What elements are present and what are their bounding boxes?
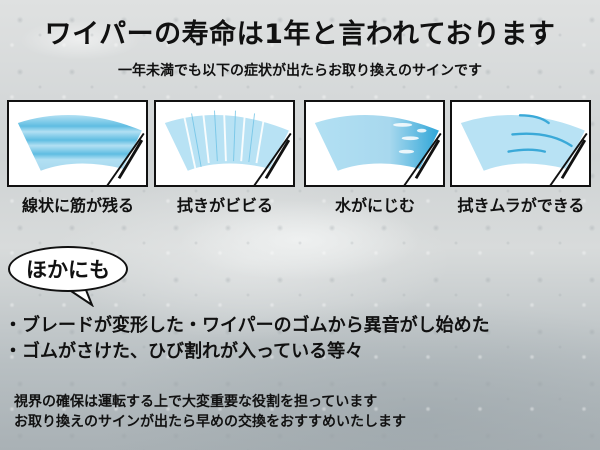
other-sign-item: ・ブレードが変形した・ワイパーのゴムから異音がし始めた (4, 315, 490, 336)
uneven-wipe-illustration-icon (460, 114, 588, 185)
footer-line: お取り換えのサインが出たら早めの交換をおすすめいたします (14, 414, 406, 430)
other-signs-speech-bubble: ほかにも (8, 246, 128, 292)
symptom-panel-chatter (154, 100, 295, 187)
smear-illustration-icon (314, 115, 442, 185)
other-sign-item: ・ゴムがさけた、ひび割れが入っている等々 (4, 341, 364, 362)
streaks-illustration-icon (17, 115, 145, 185)
footer-line: 視界の確保は運転する上で大変重要な役割を担っています (14, 394, 378, 410)
symptom-caption-uneven: 拭きムラができる (457, 196, 585, 215)
symptom-caption-streaks: 線状に筋が残る (21, 196, 134, 215)
symptom-caption-chatter: 拭きがビビる (176, 196, 273, 215)
symptom-panel-streaks (7, 100, 148, 187)
page-title: ワイパーの寿命は1年と言われております (44, 19, 556, 50)
page-subtitle: 一年未満でも以下の症状が出たらお取り換えのサインです (118, 63, 482, 79)
symptom-caption-smear: 水がにじむ (334, 196, 415, 215)
other-signs-list: ・ブレードが変形した・ワイパーのゴムから異音がし始めた ・ゴムがさけた、ひび割れ… (4, 313, 490, 365)
chatter-illustration-icon (164, 109, 292, 185)
symptom-panel-uneven (450, 100, 591, 187)
symptom-panel-smear (304, 100, 445, 187)
footer-message: 視界の確保は運転する上で大変重要な役割を担っています お取り換えのサインが出たら… (14, 392, 406, 432)
speech-bubble-label: ほかにも (26, 258, 110, 282)
